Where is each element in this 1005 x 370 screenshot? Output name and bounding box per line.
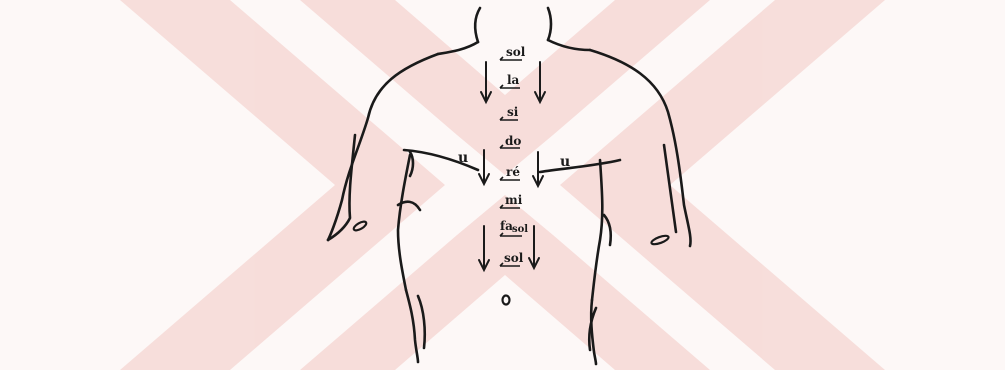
watermark-logo — [120, 0, 885, 370]
note-sol-bottom: sol — [504, 251, 524, 265]
note-re: ré — [506, 165, 520, 179]
note-si: si — [507, 105, 519, 119]
neck-right — [548, 8, 551, 40]
note-do: do — [505, 134, 521, 148]
note-sol-top: sol — [506, 45, 526, 59]
right-u-mark: u — [560, 154, 570, 170]
note-la-top: la — [507, 73, 520, 87]
neck-left — [475, 8, 480, 42]
left-u-mark: u — [458, 150, 468, 166]
note-sol-mid: sol — [512, 224, 528, 235]
navel-circle — [503, 296, 510, 305]
note-mi: mi — [505, 193, 523, 207]
